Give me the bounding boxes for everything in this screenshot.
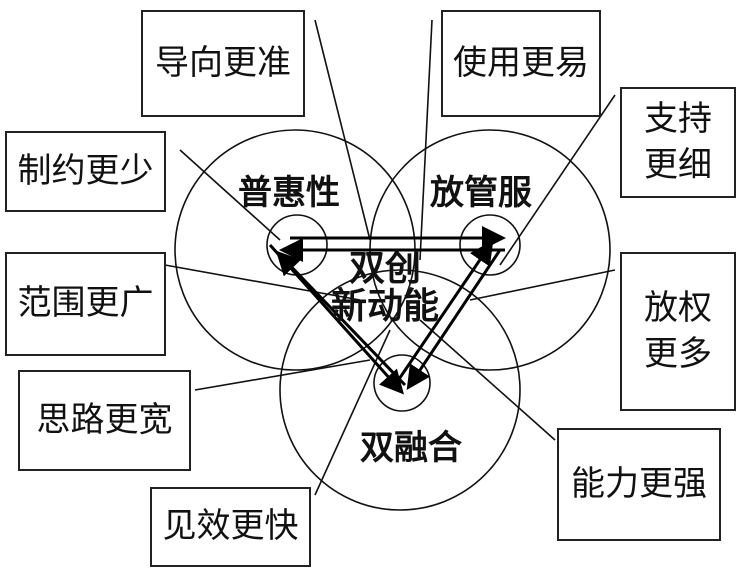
label-fangguanfu: 放管服 xyxy=(430,173,532,213)
box-use: 使用更易 xyxy=(441,10,601,117)
box-support: 支持 更细 xyxy=(620,87,736,198)
box-ability: 能力更强 xyxy=(557,428,721,541)
box-thinking: 思路更宽 xyxy=(18,370,191,471)
box-power: 放权 更多 xyxy=(620,252,736,411)
box-restrict: 制约更少 xyxy=(5,131,166,212)
box-guide: 导向更准 xyxy=(141,10,305,117)
center-line2: 新动能 xyxy=(330,285,439,327)
box-power-line2: 更多 xyxy=(644,333,712,374)
small-circle-bottom xyxy=(373,354,431,412)
box-power-line1: 放权 xyxy=(644,287,712,328)
circle-shuangronghe xyxy=(279,269,521,511)
small-circle-left xyxy=(266,214,328,276)
box-support-line1: 支持 xyxy=(644,98,712,139)
label-shuangronghe: 双融合 xyxy=(360,428,462,468)
box-support-line2: 更细 xyxy=(644,144,712,185)
small-circle-right xyxy=(459,214,521,276)
box-effect: 见效更快 xyxy=(150,487,311,567)
label-puhui: 普惠性 xyxy=(238,173,340,213)
box-scope: 范围更广 xyxy=(5,252,166,356)
center-line1: 双创 xyxy=(348,248,421,289)
triangle-arrows xyxy=(268,226,506,395)
center-title: 双创 新动能 xyxy=(330,250,440,326)
